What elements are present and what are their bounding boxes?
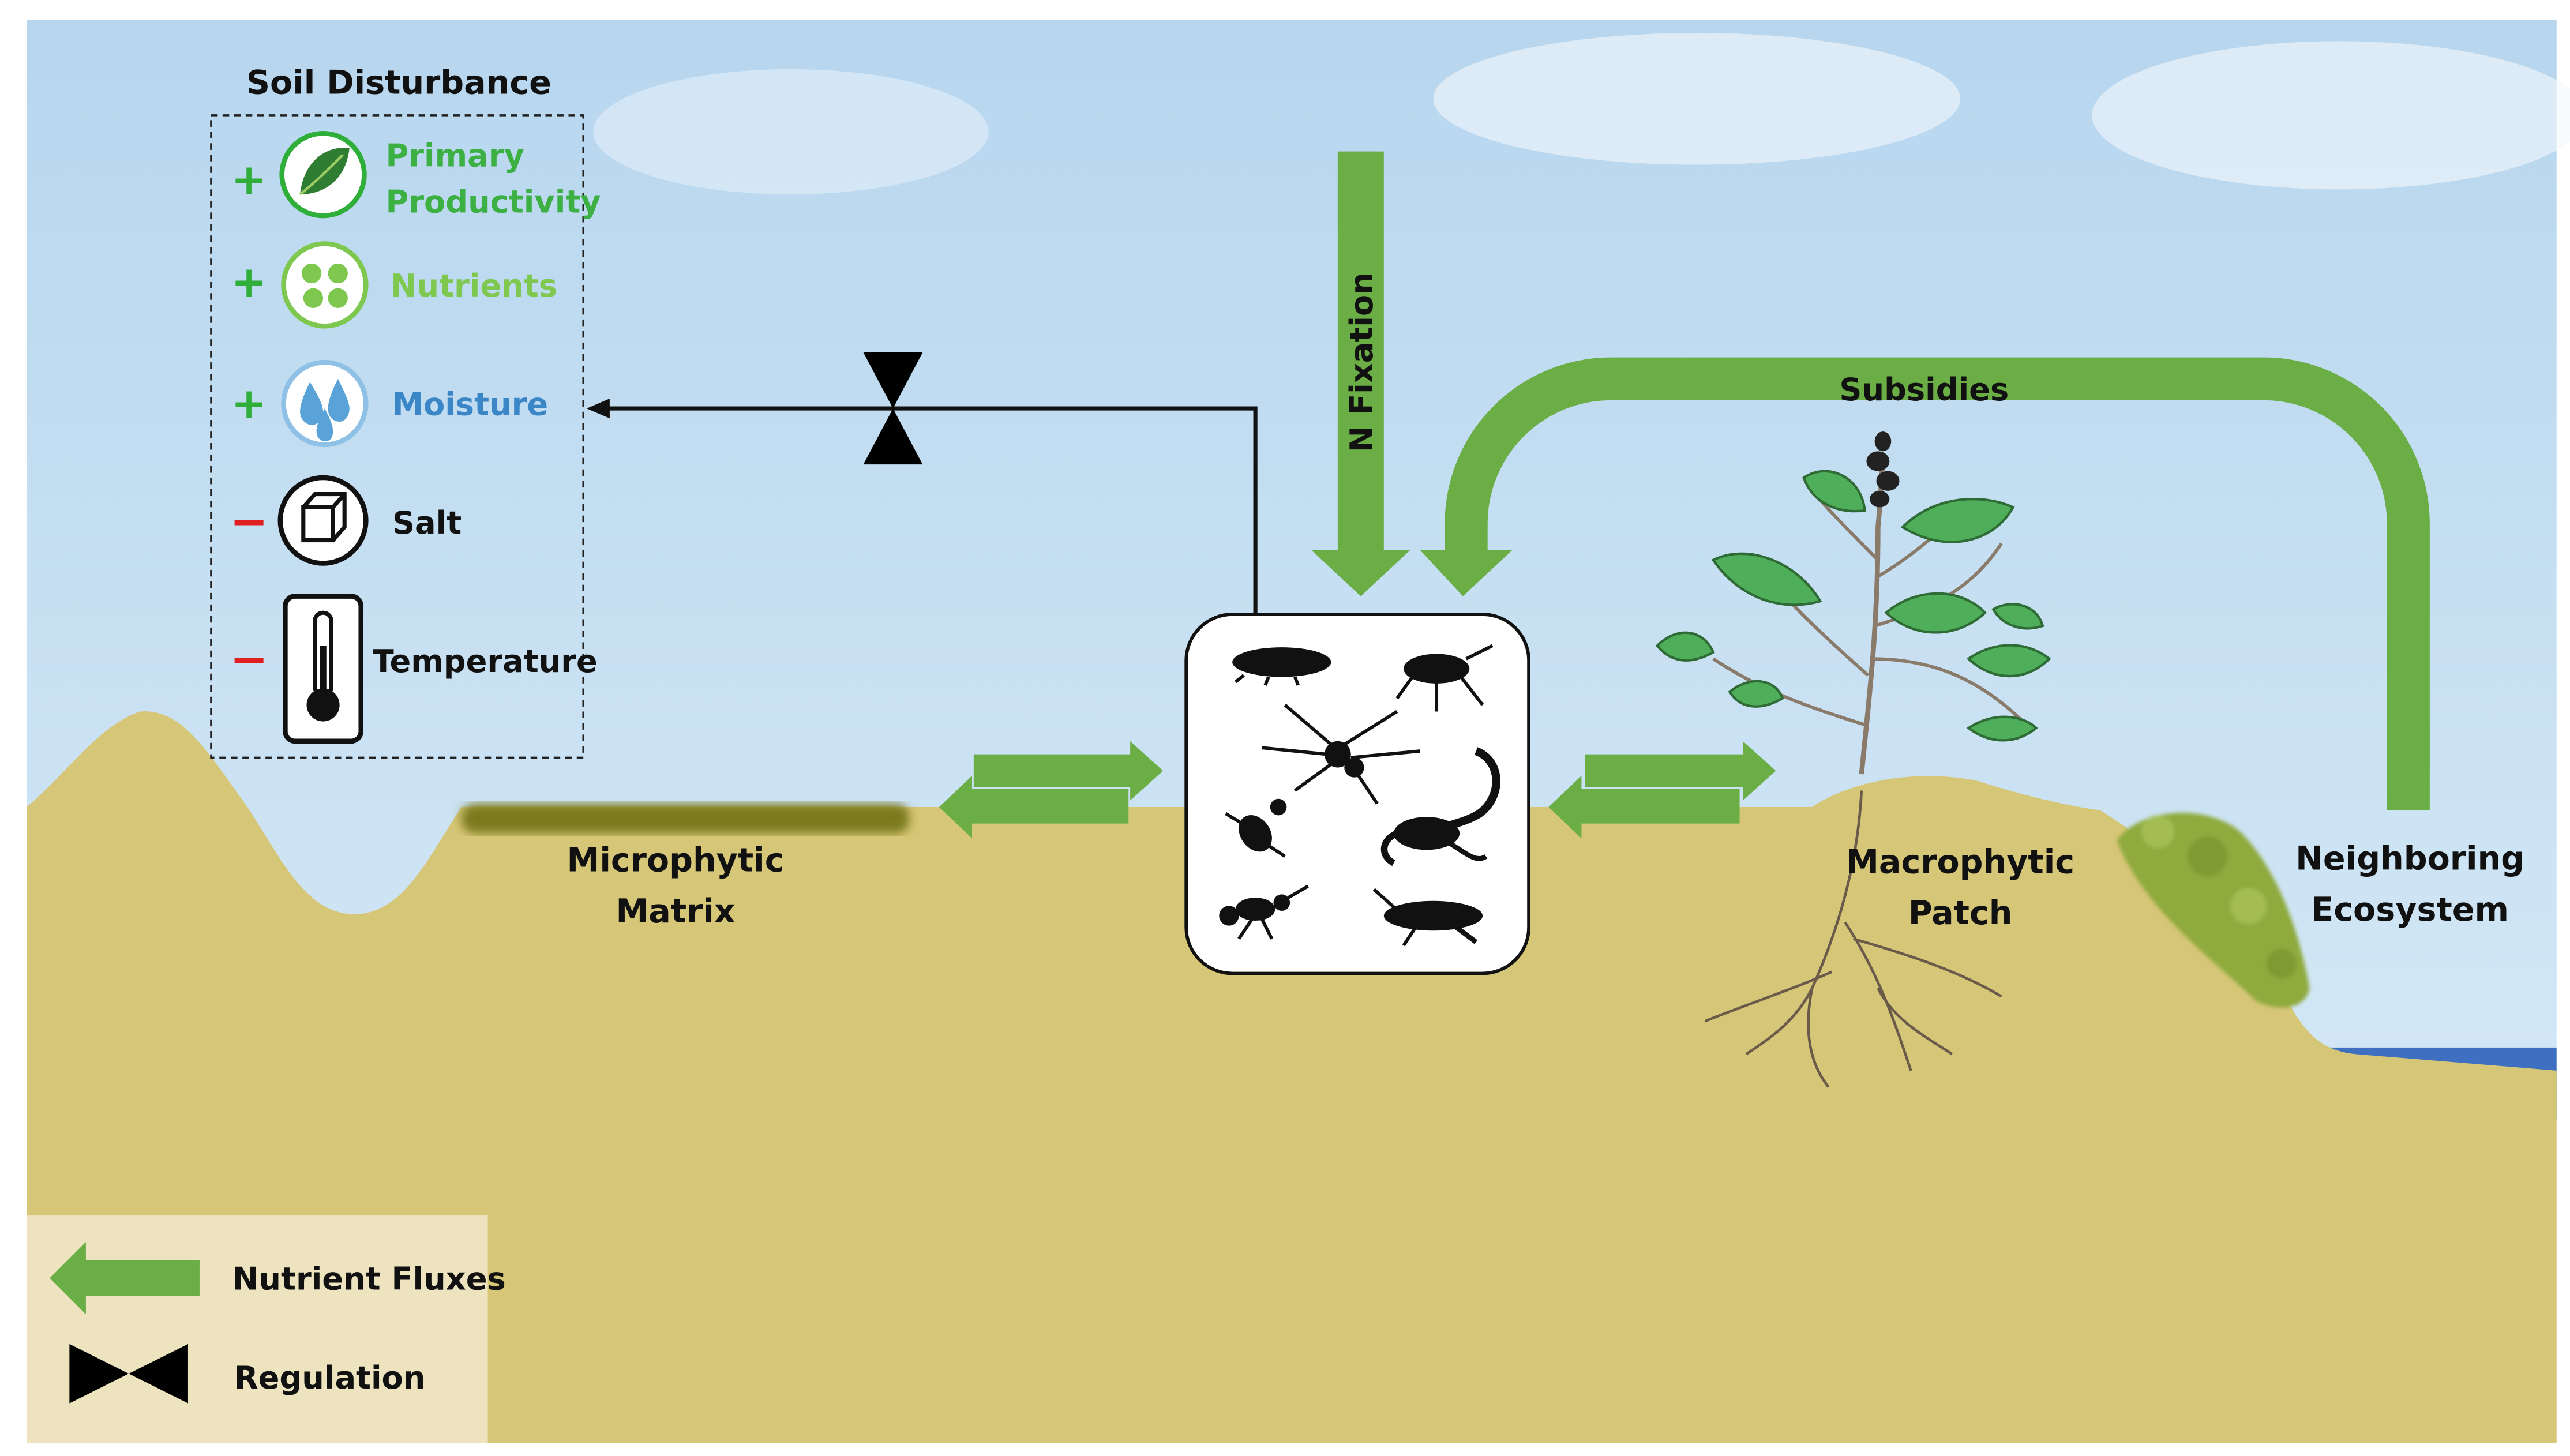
panel-sign: + <box>231 257 267 307</box>
panel-item-label: Moisture <box>392 386 548 423</box>
isopod-icon <box>1232 647 1331 686</box>
legend-box <box>27 1215 488 1443</box>
microphytic-label: Microphytic <box>567 841 785 879</box>
thermometer-icon <box>283 594 364 744</box>
leaf-icon <box>279 130 367 219</box>
soil-ground <box>27 711 2557 1443</box>
panel-item-label: Nutrients <box>391 268 557 304</box>
exchange-arrows-left <box>939 741 1164 839</box>
panel-sign: − <box>230 494 268 548</box>
panel-item-label: Primary <box>386 137 524 174</box>
ant-icon <box>1225 798 1287 858</box>
legend-regulation-icon <box>69 1344 188 1404</box>
n-fixation-arrow <box>1311 151 1410 596</box>
microphytic-crust <box>461 804 910 834</box>
macrophytic-label: Macrophytic <box>1846 843 2074 881</box>
regulation-valve-icon <box>863 352 923 465</box>
legend-flux-arrow-icon <box>50 1241 200 1315</box>
water-drops-icon <box>281 359 369 448</box>
macrophytic-label: Patch <box>1908 894 2013 932</box>
panel-sign: + <box>231 378 267 429</box>
spider-icon <box>1262 703 1420 805</box>
n-fixation-label: N Fixation <box>1344 272 1380 452</box>
plant-roots <box>1704 790 2002 1088</box>
panel-sign: + <box>231 155 267 205</box>
soil-disturbance-panel <box>210 114 584 759</box>
cricket-icon <box>1372 888 1483 947</box>
beetle-icon <box>1395 644 1494 712</box>
legend-regulation-label: Regulation <box>234 1360 426 1396</box>
cloud <box>1433 33 1961 165</box>
panel-sign: − <box>230 633 268 686</box>
regulation-line <box>586 398 1258 613</box>
neighboring-label: Ecosystem <box>2311 891 2509 929</box>
plant-leaves <box>1655 470 2051 742</box>
scorpion-icon <box>1380 747 1500 866</box>
ant-icon <box>1219 884 1309 940</box>
panel-item-label: Temperature <box>373 643 598 680</box>
microphytic-label: Matrix <box>616 892 735 930</box>
subsidies-label: Subsidies <box>1839 371 2009 408</box>
exchange-arrows-right <box>1548 741 1776 839</box>
salt-cube-icon <box>277 475 369 566</box>
panel-item-label: Salt <box>392 505 462 541</box>
legend-flux-label: Nutrient Fluxes <box>232 1261 506 1297</box>
neighboring-label: Neighboring <box>2295 840 2524 878</box>
plant-icon <box>1655 431 2051 1088</box>
plant-flower-spike <box>1866 431 1900 508</box>
fauna-box <box>1184 613 1530 975</box>
cloud <box>2092 41 2570 190</box>
panel-item-label: Productivity <box>386 183 601 220</box>
bush-icon <box>2117 813 2310 1008</box>
subsidies-arrow <box>1420 357 2430 810</box>
cloud <box>593 69 989 194</box>
panel-title: Soil Disturbance <box>246 64 551 102</box>
nutrients-icon <box>281 241 369 329</box>
